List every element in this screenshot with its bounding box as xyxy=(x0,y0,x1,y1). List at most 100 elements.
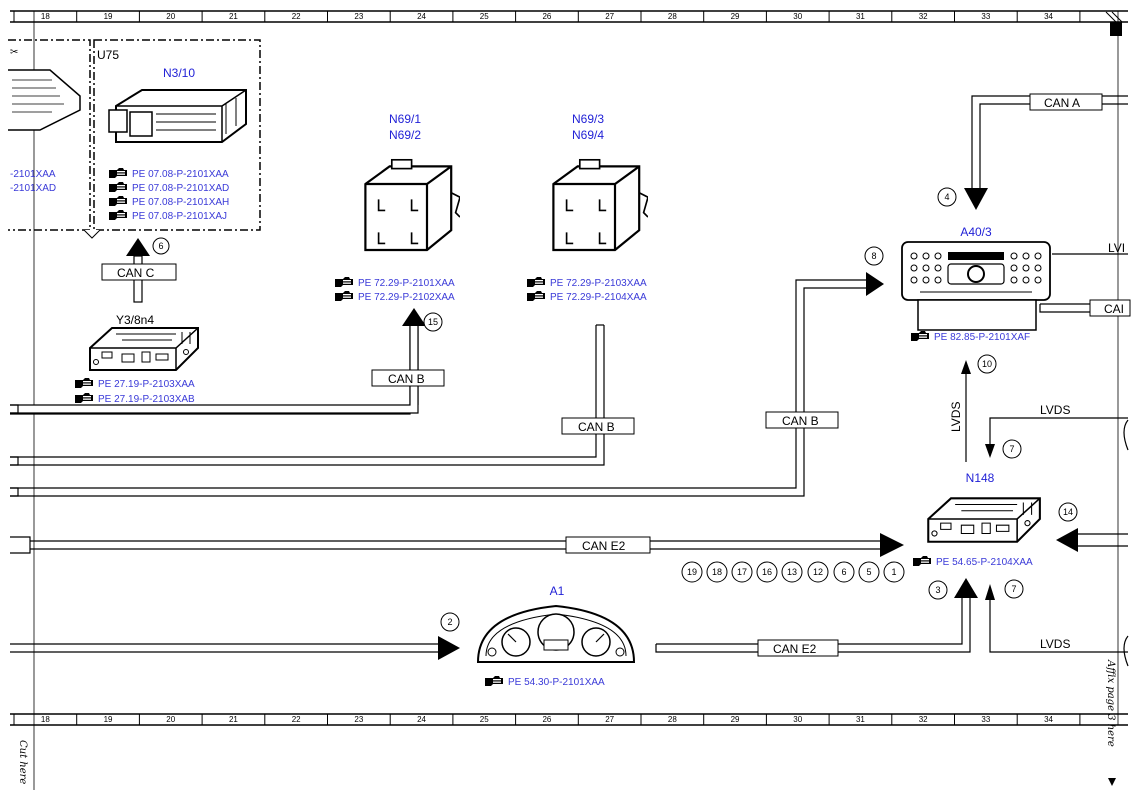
bus-label-lvds-2: LVDS xyxy=(1040,637,1070,651)
bus-label-can-a: CAN A xyxy=(1044,96,1080,110)
a40-3-head-unit-icon xyxy=(901,241,1051,331)
pointing-hand-icon xyxy=(109,182,127,192)
top-ruler-column-26: 26 xyxy=(542,12,551,21)
marker-6-text: 6 xyxy=(158,241,163,251)
label-a40-3: A40/3 xyxy=(960,225,992,239)
marker-row-circle xyxy=(731,561,753,583)
bus-label-lvds-1: LVDS xyxy=(1040,403,1070,417)
marker-row-number: 5 xyxy=(866,567,871,577)
affix-arrow-icon xyxy=(1108,778,1116,786)
corner-mark-icon xyxy=(1110,22,1122,36)
bus-label-can-e2-1: CAN E2 xyxy=(582,539,626,553)
marker-8-text: 8 xyxy=(871,251,876,261)
marker-row-circle xyxy=(858,561,880,583)
marker-row-number: 16 xyxy=(762,567,772,577)
pointing-hand-icon xyxy=(527,291,545,301)
ref-n3-10-3: PE 07.08-P-2101XAH xyxy=(132,197,229,208)
top-ruler-column-21: 21 xyxy=(229,12,238,21)
lvds-link-up xyxy=(961,360,971,462)
bus-label-can-b-2: CAN B xyxy=(578,420,615,434)
corner-hatch xyxy=(1105,11,1123,23)
pointing-hand-icon xyxy=(335,277,353,287)
pointing-hand-icon xyxy=(109,168,127,178)
can-c-link xyxy=(101,238,177,303)
marker-8 xyxy=(864,246,884,266)
ref-n69-12-1: PE 72.29-P-2101XAA xyxy=(358,278,455,289)
marker-2-text: 2 xyxy=(447,617,452,627)
marker-15 xyxy=(423,312,443,332)
bottom-ruler-column-32: 32 xyxy=(919,715,928,724)
bus-label-can-b-1: CAN B xyxy=(388,372,425,386)
a1-instrument-cluster-icon xyxy=(476,604,636,663)
marker-row-number: 19 xyxy=(687,567,697,577)
label-n69-4: N69/4 xyxy=(572,128,604,142)
pointing-hand-icon xyxy=(109,210,127,220)
pointing-hand-icon xyxy=(911,331,929,341)
can-b-link-1 xyxy=(10,308,445,415)
scissors-icon: ✂ xyxy=(10,47,18,58)
y3-8n4-valve-body-icon xyxy=(89,327,199,371)
label-n3-10: N3/10 xyxy=(163,66,195,80)
marker-row-circle xyxy=(781,561,803,583)
marker-10-text: 10 xyxy=(982,359,992,369)
can-b-link-2 xyxy=(10,324,635,466)
bottom-ruler-column-24: 24 xyxy=(417,715,426,724)
bottom-ruler-column-31: 31 xyxy=(856,715,865,724)
left-partial-module xyxy=(8,69,81,131)
u75-group-box: ✂ xyxy=(8,39,261,239)
bottom-ruler-column-26: 26 xyxy=(542,715,551,724)
lvds-link-1 xyxy=(985,417,1128,458)
bottom-ruler-column-23: 23 xyxy=(354,715,363,724)
pointing-hand-icon xyxy=(75,393,93,403)
pointing-hand-icon xyxy=(109,196,127,206)
ref-a40-3: PE 82.85-P-2101XAF xyxy=(934,332,1030,343)
ref-n69-34-1: PE 72.29-P-2103XAA xyxy=(550,278,647,289)
lvds-link-2 xyxy=(985,584,1128,653)
marker-row-circle xyxy=(706,561,728,583)
marker-row-number: 13 xyxy=(787,567,797,577)
top-ruler-column-20: 20 xyxy=(166,12,175,21)
bottom-ruler-column-34: 34 xyxy=(1044,715,1053,724)
top-ruler-column-29: 29 xyxy=(731,12,740,21)
top-ruler-column-32: 32 xyxy=(919,12,928,21)
marker-4-text: 4 xyxy=(944,192,949,202)
can-a-link xyxy=(964,93,1128,210)
can-edge-box xyxy=(1089,299,1131,317)
marker-7-top xyxy=(1002,439,1022,459)
pointing-hand-icon xyxy=(913,556,931,566)
bottom-ruler-column-21: 21 xyxy=(229,715,238,724)
marker-row-circle xyxy=(681,561,703,583)
ref-n148: PE 54.65-P-2104XAA xyxy=(936,557,1033,568)
bottom-ruler-column-22: 22 xyxy=(292,715,301,724)
bottom-ruler-column-18: 18 xyxy=(41,715,50,724)
ref-n69-34-2: PE 72.29-P-2104XAA xyxy=(550,292,647,303)
pointing-hand-icon xyxy=(485,676,503,686)
right-input-link xyxy=(1056,528,1128,552)
top-ruler-column-25: 25 xyxy=(480,12,489,21)
pointing-hand-icon xyxy=(335,291,353,301)
marker-7-bottom-text: 7 xyxy=(1011,584,1016,594)
bottom-ruler-column-29: 29 xyxy=(731,715,740,724)
ref-y3-2: PE 27.19-P-2103XAB xyxy=(98,394,195,405)
ref-n3-10-2: PE 07.08-P-2101XAD xyxy=(132,183,229,194)
marker-row-number: 12 xyxy=(813,567,823,577)
top-ruler-column-27: 27 xyxy=(605,12,614,21)
can-e2-link-1 xyxy=(30,533,904,557)
bottom-ruler-column-19: 19 xyxy=(104,715,113,724)
top-ruler-column-22: 22 xyxy=(292,12,301,21)
marker-14 xyxy=(1058,502,1078,522)
ref-left-1: -2101XAA xyxy=(10,169,56,180)
bottom-ruler-column-28: 28 xyxy=(668,715,677,724)
marker-row-number: 18 xyxy=(712,567,722,577)
edge-label-can: CAI xyxy=(1104,302,1124,316)
top-ruler-column-34: 34 xyxy=(1044,12,1053,21)
left-connector-stubs xyxy=(10,404,31,554)
top-ruler-column-23: 23 xyxy=(354,12,363,21)
pointing-hand-icon xyxy=(527,277,545,287)
right-edge-connector-2 xyxy=(1123,635,1129,667)
ref-n3-10-4: PE 07.08-P-2101XAJ xyxy=(132,211,227,222)
marker-15-text: 15 xyxy=(428,317,438,327)
marker-4 xyxy=(937,187,957,207)
